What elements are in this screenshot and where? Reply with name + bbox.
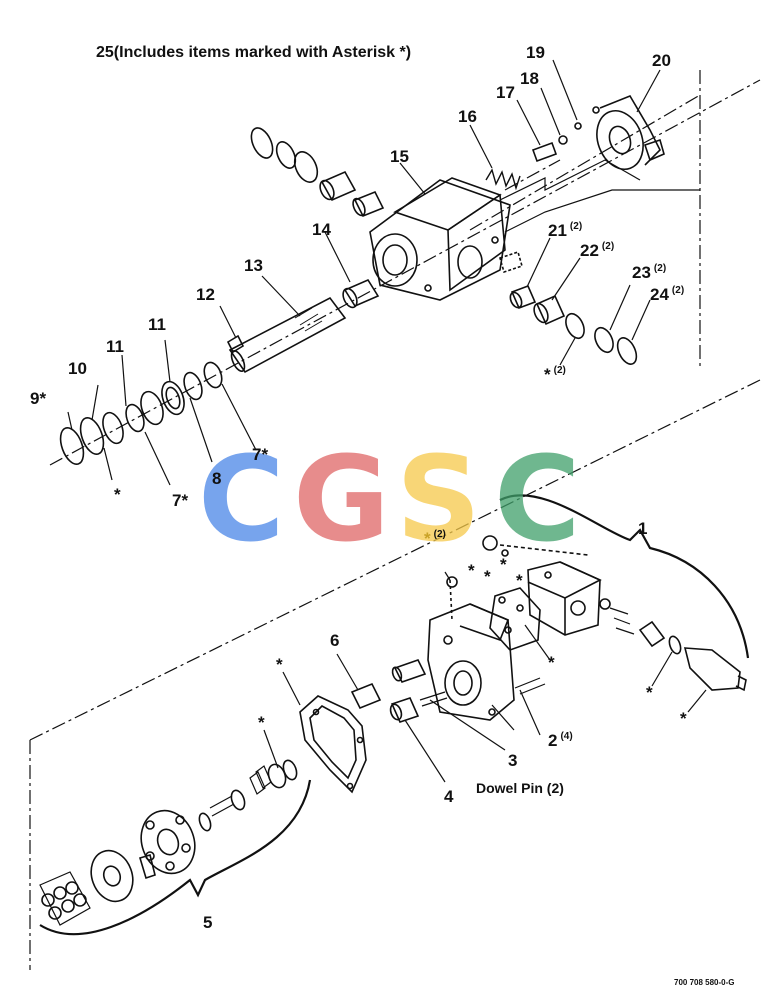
- dowel-pin-note: Dowel Pin (2): [476, 780, 564, 796]
- label-18: 18: [520, 69, 539, 88]
- gasket: [299, 695, 367, 794]
- port-block: [427, 576, 546, 721]
- pump-housing: [369, 177, 523, 301]
- label-22: 22(2): [580, 241, 615, 260]
- label-10: 10: [68, 359, 87, 378]
- drawing-number: 700 708 580-0-G: [674, 978, 735, 987]
- leaders-lower: [263, 571, 707, 783]
- asterisk-mark: *: [276, 655, 283, 674]
- asterisk-mark: *: [500, 555, 507, 574]
- asterisk-mark: *(2): [424, 529, 446, 548]
- label-9: 9*: [30, 389, 47, 408]
- watermark-letter-s: S: [396, 430, 481, 568]
- label-11b: 11: [148, 315, 166, 334]
- asterisk-mark: *: [516, 571, 523, 590]
- control-valve: [482, 535, 747, 692]
- label-4: 4: [444, 787, 454, 806]
- label-1: 1: [638, 519, 648, 538]
- watermark-letter-g: G: [293, 430, 390, 568]
- watermark-letter-c1: C: [198, 430, 285, 568]
- watermark-letter-c2: C: [494, 430, 581, 568]
- dowel-and-bushing: [350, 659, 448, 723]
- parts-21-24: [509, 284, 638, 365]
- label-8: 8: [212, 469, 222, 488]
- label-24: 24(2): [650, 285, 685, 304]
- label-16: 16: [458, 107, 477, 126]
- drive-shaft: [226, 296, 347, 374]
- control-outline: [499, 159, 700, 233]
- label-20: 20: [652, 51, 671, 70]
- label-6: 6: [330, 631, 340, 650]
- asterisk-mark: *: [484, 567, 491, 586]
- asterisk-mark: *: [646, 683, 653, 702]
- label-17: 17: [496, 83, 515, 102]
- label-14: 14: [312, 220, 331, 239]
- label-12: 12: [196, 285, 215, 304]
- end-cap-20: [592, 95, 665, 170]
- bracket-5: [39, 779, 312, 936]
- leaders-upper: [67, 59, 661, 486]
- asterisk-mark: *: [114, 485, 121, 504]
- cylinder-group: [39, 759, 298, 926]
- label-7b: 7*: [172, 491, 189, 510]
- label-3: 3: [508, 751, 518, 770]
- bracket-1: [499, 494, 750, 659]
- label-23: 23(2): [632, 263, 667, 282]
- front-rings: [59, 361, 223, 465]
- label-15: 15: [390, 147, 409, 166]
- label-21: 21(2): [548, 221, 583, 240]
- rear-rings: [250, 127, 385, 218]
- figure-title: 25(Includes items marked with Asterisk *…: [96, 44, 412, 61]
- asterisk-mark: *: [468, 561, 475, 580]
- label-7a: 7*: [252, 445, 269, 464]
- label-13: 13: [244, 256, 263, 275]
- label-11a: 11: [106, 337, 124, 356]
- label-2: 2(4): [548, 731, 573, 750]
- spring-16: [485, 168, 521, 191]
- pin-17: [531, 122, 582, 163]
- cgsc-watermark: C G S C: [198, 440, 598, 558]
- asterisk-mark: *: [258, 713, 265, 732]
- bearing-14: [342, 278, 380, 309]
- asterisk-mark: *: [548, 653, 555, 672]
- asterisk-mark: *(2): [544, 365, 566, 384]
- asterisk-mark: *: [680, 709, 687, 728]
- label-19: 19: [526, 43, 545, 62]
- label-5: 5: [203, 913, 213, 932]
